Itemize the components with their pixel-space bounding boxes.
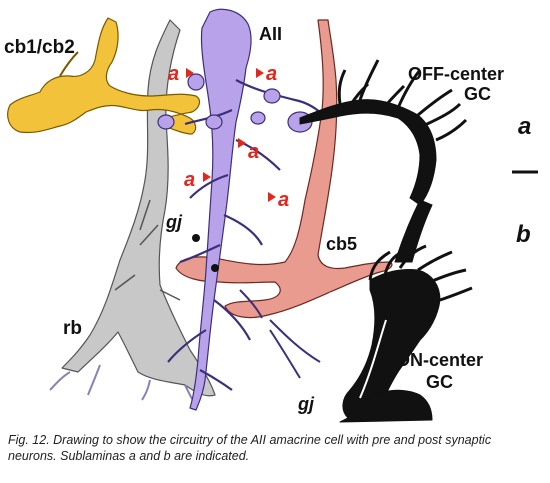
rb-rod-bipolar-cell [49, 19, 216, 405]
svg-text:a: a [168, 63, 179, 85]
off-center-ganglion-cell [299, 59, 468, 263]
synapse-markers: a a a a a [168, 63, 289, 211]
figure-labels: cb1/cb2 AII OFF-center GC a b cb5 rb ON-… [4, 24, 531, 414]
label-cb5: cb5 [326, 234, 357, 254]
synapse-marker: a [238, 138, 259, 163]
label-aii: AII [259, 24, 282, 44]
label-rb: rb [63, 318, 82, 339]
figure-caption: Fig. 12. Drawing to show the circuitry o… [8, 433, 492, 463]
label-gap-junction-upper: gj [165, 212, 183, 232]
synapse-marker: a [168, 63, 194, 85]
label-on-center-line2: GC [426, 372, 453, 392]
synapse-marker: a [268, 189, 289, 211]
svg-text:a: a [266, 63, 277, 85]
label-off-center-line2: GC [464, 84, 491, 104]
neuron-circuitry-drawing: a a a a a cb1/cb2 AII OFF-center GC a b … [4, 8, 538, 423]
label-off-center-line1: OFF-center [408, 64, 504, 84]
synapse-marker: a [256, 63, 277, 85]
svg-text:a: a [184, 169, 195, 191]
svg-text:a: a [278, 189, 289, 211]
label-sublamina-b: b [516, 221, 531, 248]
cb1-cb2-cone-bipolar-cells [7, 17, 201, 135]
svg-text:a: a [248, 141, 259, 163]
label-gap-junction-lower: gj [297, 394, 315, 414]
label-on-center-line1: ON-center [396, 350, 483, 370]
label-cb1-cb2: cb1/cb2 [4, 37, 75, 58]
synapse-marker: a [184, 169, 211, 191]
gap-junction-markers [192, 234, 219, 272]
on-center-ganglion-cell [339, 244, 473, 423]
cb5-cone-bipolar-cell [175, 19, 393, 319]
label-sublamina-a: a [518, 113, 531, 140]
